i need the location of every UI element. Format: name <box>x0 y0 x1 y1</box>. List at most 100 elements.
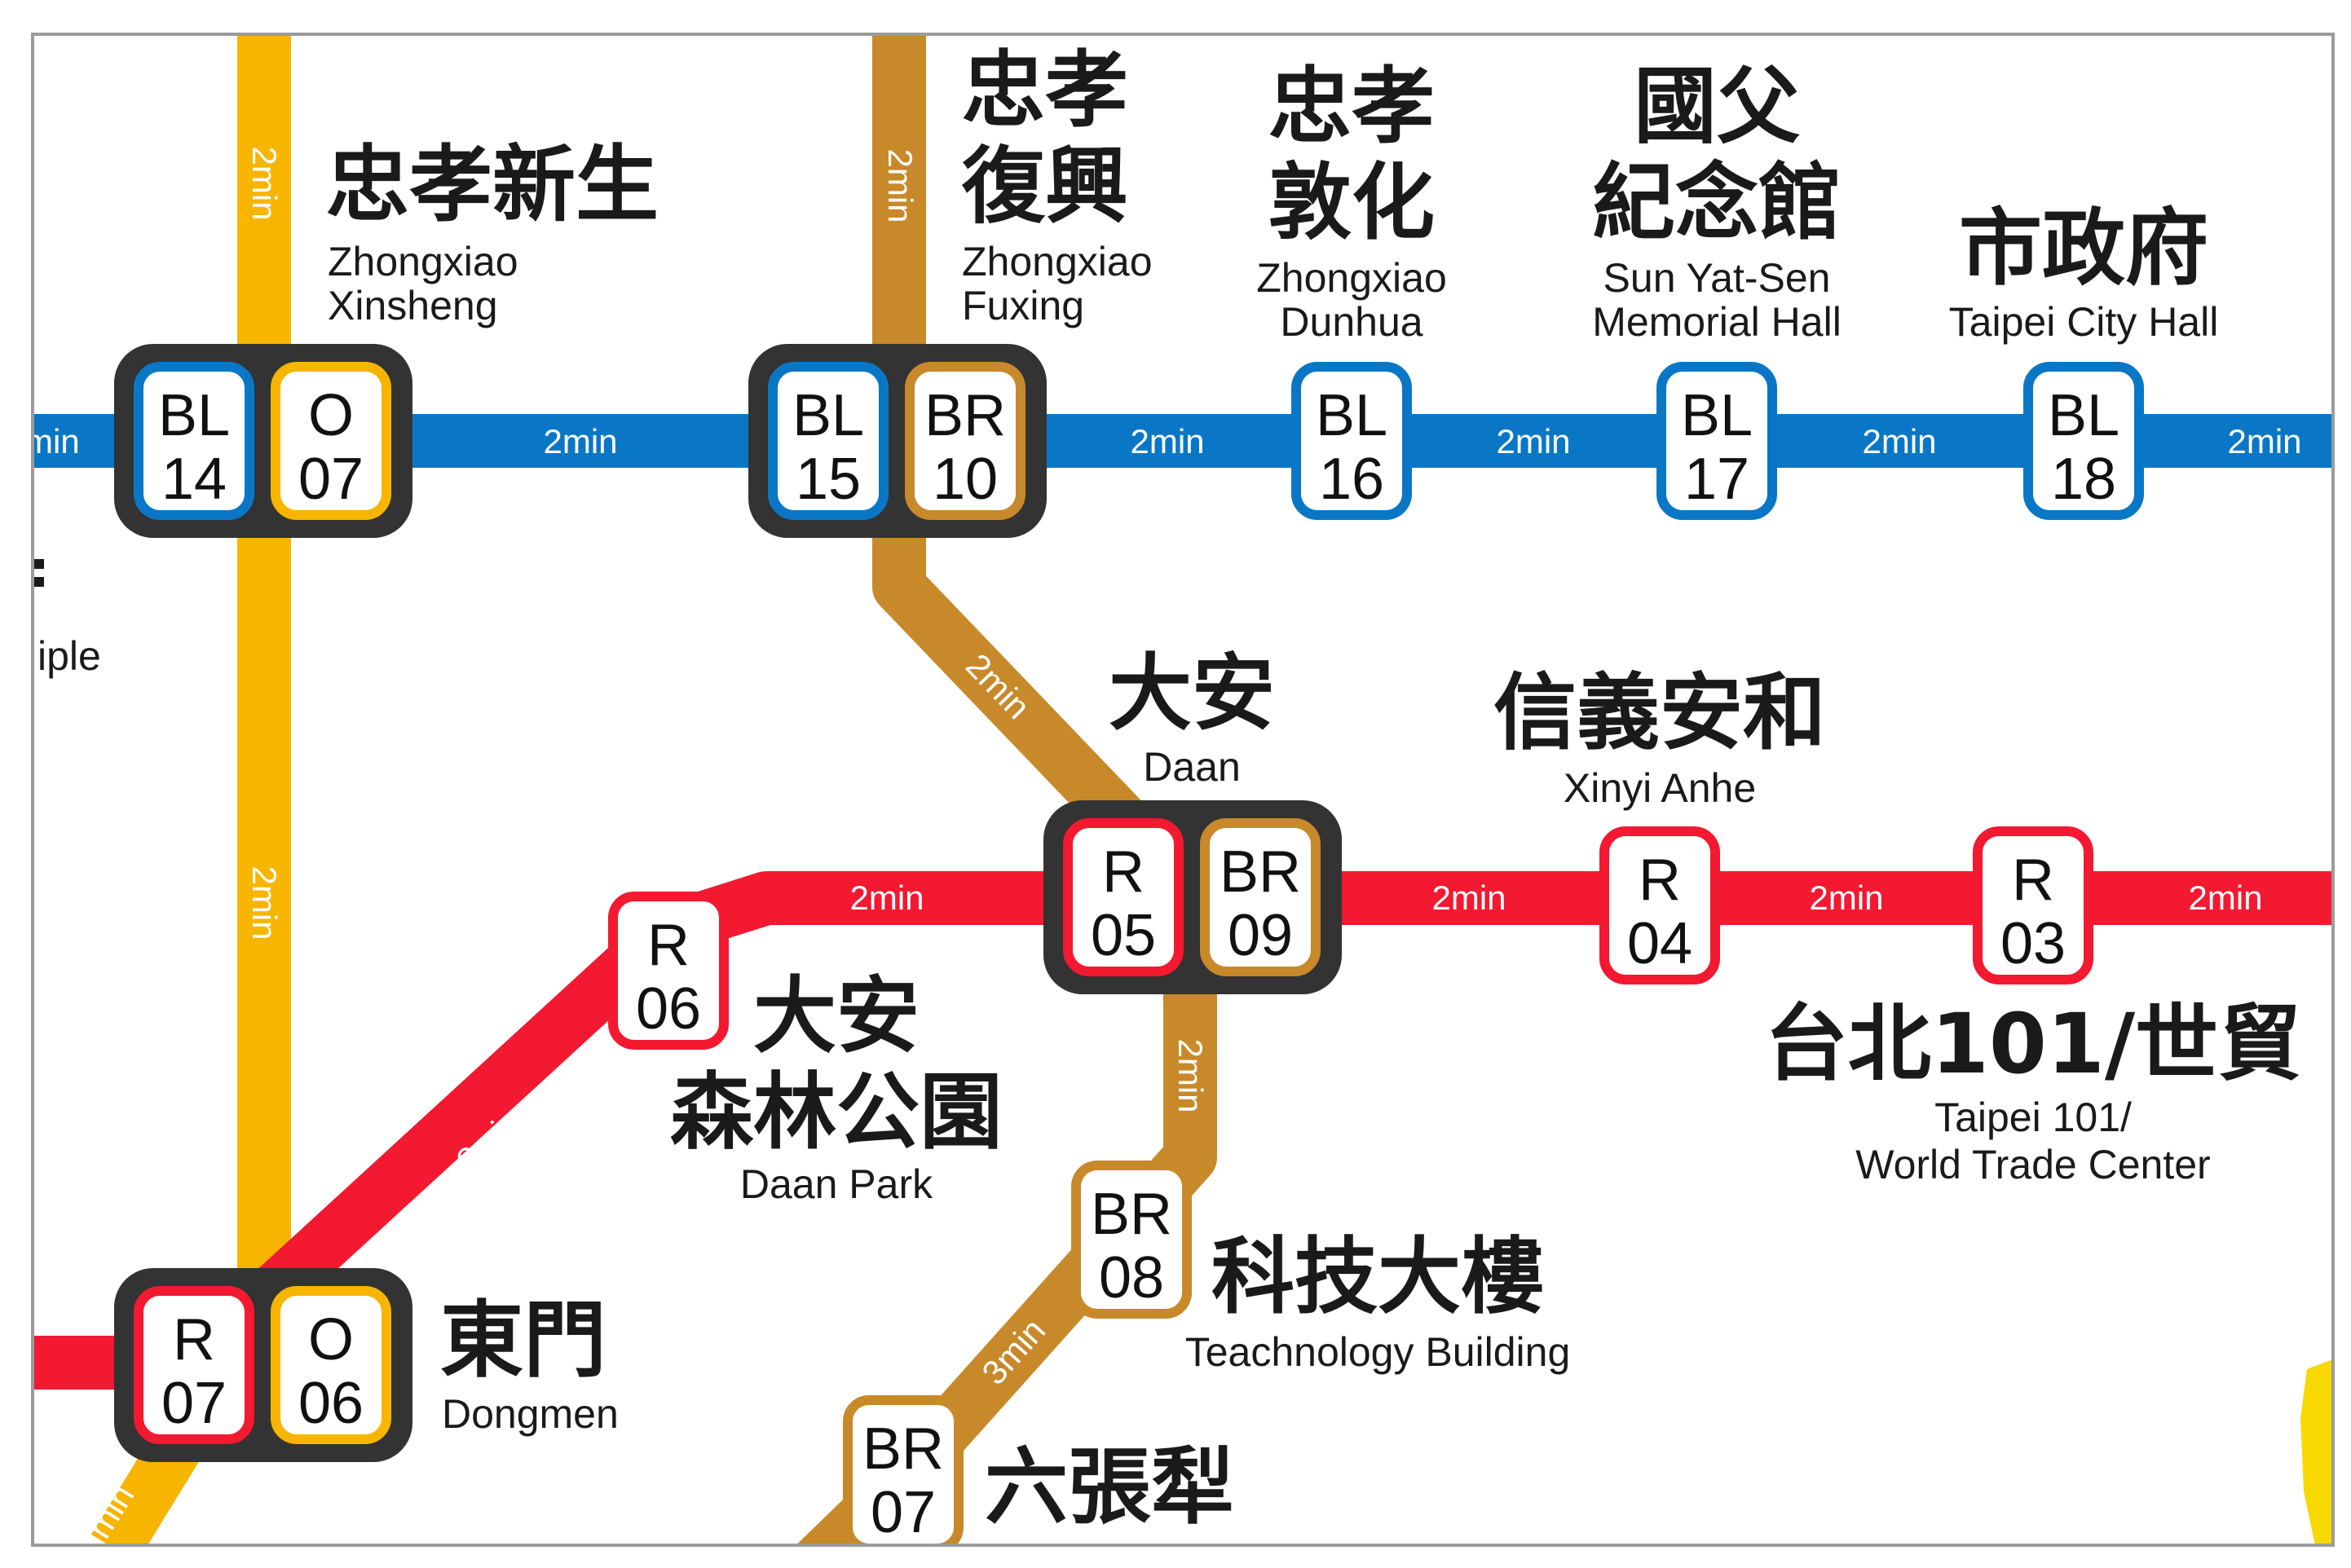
station-name-zh: 森林公園 <box>670 1064 1003 1161</box>
station-name-zh: 信義安和 <box>1493 665 1826 762</box>
station-code-r06[interactable]: R 06 <box>608 892 729 1050</box>
station-name-en: Daan Park <box>740 1161 933 1207</box>
station-label-taipei-101: 台北101/世貿 Taipei 101/ World Trade Center <box>1765 996 2301 1187</box>
station-name-zh: 大安 <box>1109 645 1275 742</box>
code-number: 04 <box>1627 911 1692 976</box>
station-code-r03[interactable]: R 03 <box>1973 826 2093 984</box>
station-name-en: Dongmen <box>442 1391 619 1437</box>
station-name-en: Fuxing <box>962 283 1084 328</box>
station-code-r05[interactable]: R 05 <box>1063 818 1184 976</box>
code-line: BR <box>1220 839 1301 905</box>
cut-off-yellow-marker <box>2300 1359 2333 1545</box>
station-code-o06[interactable]: O 06 <box>271 1286 391 1444</box>
station-code-r07[interactable]: R 07 <box>134 1286 254 1444</box>
station-label-daan: 大安 Daan <box>1109 645 1275 790</box>
code-number: 05 <box>1091 903 1156 968</box>
code-number: 07 <box>161 1371 227 1436</box>
travel-time-blue-bl15-bl16: 2min <box>1130 422 1204 460</box>
station-name-en: Teachnology Building <box>1185 1329 1571 1375</box>
station-code-r04[interactable]: R 04 <box>1599 826 1720 984</box>
code-line: R <box>173 1307 215 1372</box>
map-border <box>31 33 2335 1547</box>
code-number: 18 <box>2051 447 2116 512</box>
station-label-taipei-city-hall: 市政府 Taipei City Hall <box>1949 200 2219 345</box>
station-name-zh: 東門 <box>440 1293 606 1390</box>
station-name-en: Zhongxiao <box>962 239 1153 284</box>
cut-off-glyph-fragment <box>33 577 44 587</box>
travel-time-red-r05-r04: 2min <box>1431 879 1506 917</box>
travel-time-orange-o07-o06: 2min <box>245 865 284 940</box>
travel-time-red-r06-r05: 2min <box>849 879 924 917</box>
travel-time-brown-br09-br08: 2min <box>1171 1038 1210 1112</box>
station-code-bl16[interactable]: BL 16 <box>1291 362 1412 520</box>
station-code-bl17[interactable]: BL 17 <box>1656 362 1777 520</box>
station-name-en: Taipei City Hall <box>1949 299 2219 345</box>
code-line: BL <box>158 383 230 448</box>
travel-time-orange-top: 2min <box>245 146 284 220</box>
station-name-en: Zhongxiao <box>1256 255 1447 301</box>
code-line: R <box>1102 839 1145 905</box>
travel-time-red-right-edge: 2min <box>2188 879 2262 917</box>
station-name-zh: 六張犁 <box>985 1439 1234 1536</box>
station-name-zh: 復興 <box>961 139 1128 236</box>
station-name-en: Sun Yat-Sen <box>1603 255 1831 301</box>
travel-time-blue-left-edge: min <box>24 422 80 460</box>
station-code-bl15[interactable]: BL 15 <box>768 362 889 520</box>
code-line: BL <box>2048 383 2119 448</box>
station-label-liuzhangli: 六張犁 <box>985 1439 1234 1536</box>
travel-time-blue-bl17-bl18: 2min <box>1862 422 1936 460</box>
code-line: R <box>2012 848 2054 913</box>
station-name-zh: 忠孝 <box>1268 59 1435 156</box>
station-name-zh: 科技大樓 <box>1211 1229 1544 1326</box>
code-line: O <box>308 1307 354 1372</box>
code-number: 15 <box>796 447 861 512</box>
station-name-en: Dunhua <box>1280 299 1423 345</box>
station-code-br09[interactable]: BR 09 <box>1200 818 1321 976</box>
station-name-en: Xinyi Anhe <box>1564 765 1756 811</box>
cut-off-glyph-fragment <box>33 559 44 569</box>
code-number: 07 <box>871 1480 936 1545</box>
travel-time-red-r04-r03: 2min <box>1809 879 1883 917</box>
station-label-sun-yat-sen: 國父 紀念館 Sun Yat-Sen Memorial Hall <box>1592 59 1842 345</box>
station-label-zhongxiao-dunhua: 忠孝 敦化 Zhongxiao Dunhua <box>1256 59 1447 345</box>
map-content: min 2min 2min 2min 2min 2min 2min 2min 2… <box>24 34 2333 1548</box>
station-code-br07[interactable]: BR 07 <box>843 1395 964 1548</box>
code-number: 07 <box>298 447 364 512</box>
code-line: BL <box>1316 383 1387 448</box>
station-name-zh: 忠孝 <box>962 42 1128 139</box>
station-name-zh: 敦化 <box>1268 155 1435 252</box>
code-number: 09 <box>1228 903 1293 968</box>
code-number: 06 <box>636 976 701 1042</box>
station-code-bl18[interactable]: BL 18 <box>2023 362 2144 520</box>
code-line: BR <box>924 383 1006 448</box>
station-code-br08[interactable]: BR 08 <box>1071 1161 1192 1319</box>
station-label-dongmen: 東門 Dongmen <box>440 1293 619 1437</box>
travel-time-brown-top: 2min <box>881 148 920 222</box>
travel-time-blue-right-edge: 2min <box>2227 422 2301 460</box>
code-number: 17 <box>1684 447 1749 512</box>
station-name-en: Daan <box>1143 744 1241 790</box>
code-line: BR <box>862 1416 944 1482</box>
station-label-cut-off-left: iple <box>33 559 101 679</box>
station-name-zh: 忠孝新生 <box>326 137 659 234</box>
station-name-zh: 大安 <box>753 968 920 1065</box>
code-line: BL <box>792 383 864 448</box>
station-label-xinyi-anhe: 信義安和 Xinyi Anhe <box>1493 665 1826 811</box>
station-name-en: Taipei 101/ <box>1934 1095 2132 1140</box>
code-line: O <box>308 383 354 448</box>
station-code-bl14[interactable]: BL 14 <box>134 362 254 520</box>
travel-time-blue-bl14-bl15: 2min <box>543 422 617 460</box>
code-number: 06 <box>298 1371 364 1436</box>
station-name-zh: 國父 <box>1634 59 1800 156</box>
station-label-zhongxiao-fuxing: 忠孝 復興 Zhongxiao Fuxing <box>961 42 1153 328</box>
station-code-o07[interactable]: O 07 <box>271 362 391 520</box>
code-line: BR <box>1091 1182 1172 1247</box>
station-name-zh: 台北101/世貿 <box>1765 996 2301 1093</box>
station-name-en: Xinsheng <box>328 283 498 328</box>
station-name-en: iple <box>37 633 101 679</box>
travel-time-blue-bl16-bl17: 2min <box>1496 422 1570 460</box>
code-number: 08 <box>1099 1245 1164 1310</box>
code-line: R <box>647 913 690 978</box>
station-code-br10[interactable]: BR 10 <box>905 362 1026 520</box>
